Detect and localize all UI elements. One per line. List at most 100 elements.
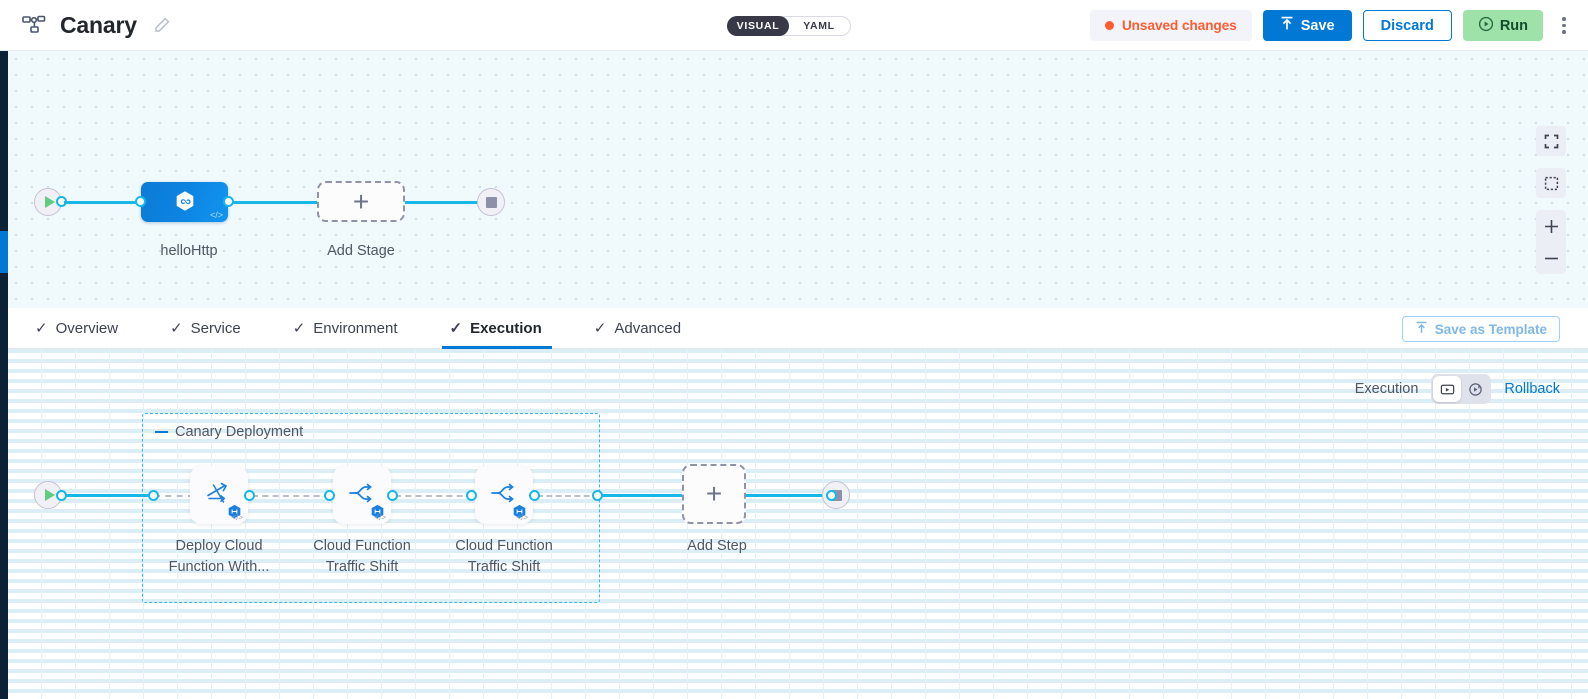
step-3-label-line1: Cloud Function [455,538,553,554]
execution-rollback-bar: Execution Rollback [1355,374,1560,404]
plus-icon: + [705,478,723,509]
step-2-out-port[interactable] [387,490,398,501]
toggle-yaml[interactable]: YAML [803,20,835,32]
save-upload-icon [1280,16,1294,35]
toggle-visual[interactable]: VISUAL [727,16,789,36]
traffic-shift-icon [488,479,520,512]
execution-connector-start [64,494,150,497]
tab-environment[interactable]: ✓ Environment [293,308,398,349]
step-group-canary-deployment[interactable]: Canary Deployment [142,413,600,603]
tab-overview[interactable]: ✓ Overview [35,308,118,349]
step-3-label-line2: Traffic Shift [467,559,541,575]
add-stage-label: Add Stage [327,243,395,259]
step-1-in-port[interactable] [148,490,159,501]
unsaved-changes-label: Unsaved changes [1121,18,1237,33]
stage-node-in-port[interactable] [135,196,146,207]
run-play-icon [1478,16,1494,36]
zoom-out-icon[interactable] [1536,242,1566,274]
execution-dashed-2 [252,495,330,497]
canvas-controls [1536,126,1566,274]
execution-end-port[interactable] [826,490,837,501]
execution-start-port[interactable] [56,490,67,501]
step-group-title: Canary Deployment [175,424,304,440]
unsaved-changes-badge: Unsaved changes [1089,10,1252,41]
add-step-button[interactable]: + [682,464,746,524]
zoom-in-icon[interactable] [1536,210,1566,242]
add-step-label: Add Step [687,538,747,554]
stage-code-badge-icon: </> [209,210,223,220]
run-button-label: Run [1499,17,1528,34]
tab-execution-label: Execution [470,319,542,337]
stage-connector-2 [232,201,318,204]
step-3-in-port[interactable] [466,490,477,501]
step-2-in-port[interactable] [324,490,335,501]
tab-service-label: Service [190,319,241,337]
tab-environment-label: Environment [313,319,398,337]
pipeline-nodes-icon [22,15,48,35]
rollback-view-icon[interactable] [1461,376,1489,402]
section-tabs: ✓ Overview ✓ Service ✓ Environment ✓ Exe… [8,308,1588,349]
tab-execution[interactable]: ✓ Execution [441,308,553,349]
template-upload-icon [1415,321,1428,337]
tab-overview-label: Overview [55,319,119,337]
execution-dashed-4 [537,495,599,497]
stage-end-node[interactable] [477,188,505,216]
kebab-menu-icon[interactable] [1554,10,1574,41]
check-icon: ✓ [170,320,183,337]
step-group-header[interactable]: Canary Deployment [155,424,303,440]
execution-canvas[interactable]: Canary Deployment </> Deploy Cloud Funct… [8,349,1588,699]
execution-view-toggle[interactable] [1431,374,1492,404]
execution-connector-end [746,494,834,497]
check-icon: ✓ [593,320,607,337]
step-node-deploy-cloud-function[interactable]: </> [190,466,248,524]
add-stage-button[interactable]: + [317,181,405,222]
step-1-out-port[interactable] [244,490,255,501]
stage-canvas[interactable]: </> helloHttp + Add Stage [8,51,1588,308]
stage-connector-3 [405,201,489,204]
tab-service[interactable]: ✓ Service [170,308,241,349]
left-accent-rail [0,51,8,699]
pencil-icon[interactable] [153,16,171,34]
harness-blue-hex-badge-icon [370,504,385,519]
step-node-traffic-shift-1[interactable]: </> [333,466,391,524]
discard-button[interactable]: Discard [1362,10,1452,41]
play-triangle-icon [44,196,55,208]
toolbar-right-group: Unsaved changes Save Discard Run [1089,0,1574,51]
tab-advanced-label: Advanced [614,319,682,337]
stop-square-icon [485,196,497,208]
zoom-controls [1536,210,1566,274]
harness-blue-hex-badge-icon [512,504,527,519]
step-2-label-line2: Traffic Shift [325,559,399,575]
group-out-port[interactable] [592,490,603,501]
select-area-icon[interactable] [1536,168,1566,198]
save-button-label: Save [1300,17,1335,34]
run-button[interactable]: Run [1462,10,1543,41]
step-code-badge-icon: </> [516,513,528,522]
harness-hexagon-icon [171,188,199,216]
step-3-out-port[interactable] [529,490,540,501]
collapse-dash-icon[interactable] [155,430,168,434]
step-2-label-line1: Cloud Function [313,538,411,554]
step-code-badge-icon: </> [231,513,243,522]
check-icon: ✓ [449,320,463,337]
discard-button-label: Discard [1380,17,1434,34]
execution-view-icon[interactable] [1433,376,1462,402]
stage-node-label: helloHttp [160,243,218,259]
step-1-label-line1: Deploy Cloud [175,538,263,554]
step-node-traffic-shift-2[interactable]: </> [475,466,533,524]
toolbar-left-group: Canary [0,12,171,39]
execution-dashed-1 [154,495,194,497]
check-icon: ✓ [35,320,48,337]
step-1-label-line2: Function With... [168,559,270,575]
execution-label: Execution [1354,381,1419,397]
tab-advanced[interactable]: ✓ Advanced [594,308,681,349]
unsaved-dot-icon [1104,21,1114,30]
harness-blue-hex-badge-icon [227,504,242,519]
view-mode-toggle[interactable]: VISUAL YAML [727,16,851,36]
stage-node-hellohttp[interactable]: </> [141,182,228,222]
page-title: Canary [60,11,137,38]
rollback-button[interactable]: Rollback [1504,381,1560,397]
save-button[interactable]: Save [1262,10,1352,41]
save-as-template-button[interactable]: Save as Template [1401,316,1560,342]
fullscreen-icon[interactable] [1536,126,1566,156]
